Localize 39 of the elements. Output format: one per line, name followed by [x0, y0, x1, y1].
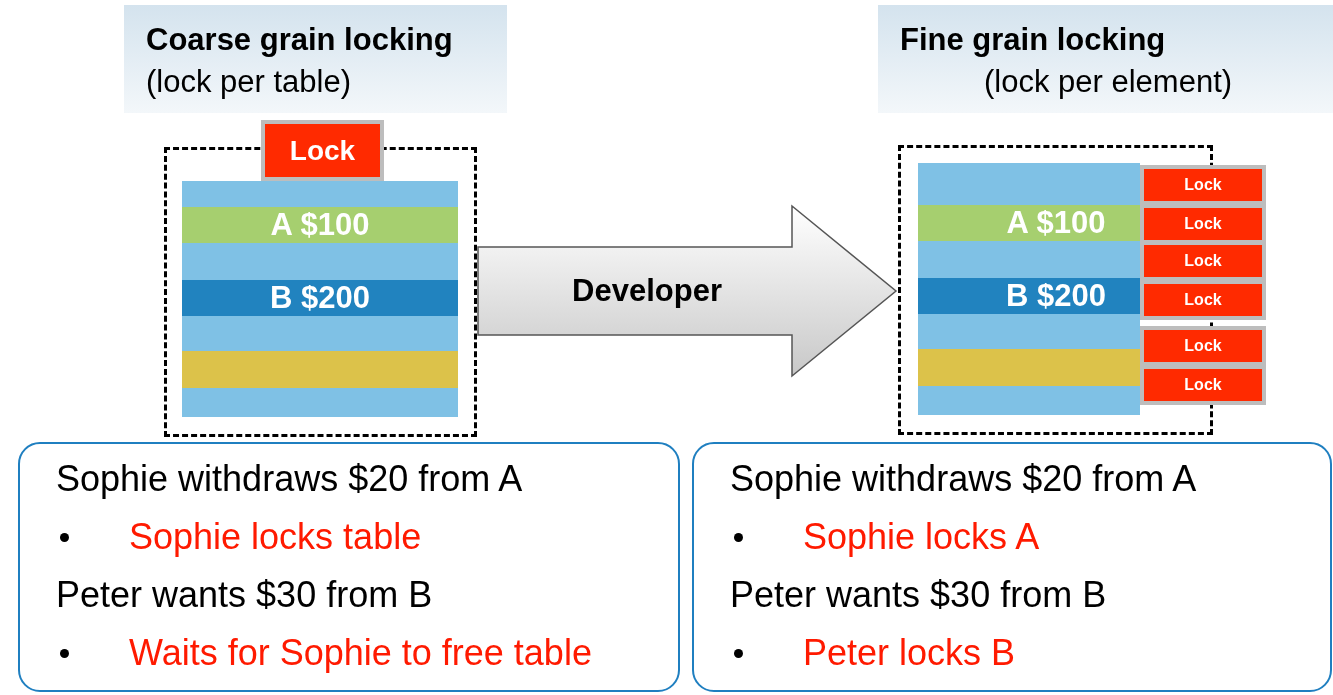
lock-tag: Lock [1140, 280, 1266, 320]
table-row: A $100 [182, 207, 458, 243]
heading-band [878, 5, 1333, 113]
lock-tag: Lock [1140, 365, 1266, 405]
table-row [182, 243, 458, 280]
table-row [182, 351, 458, 388]
table-row: B $200 [918, 278, 1140, 314]
lock-tag: Lock [261, 120, 384, 181]
note-text: Peter wants $30 from B [730, 574, 1107, 616]
table-row [918, 349, 1140, 386]
table-row [182, 181, 458, 207]
lock-tag: Lock [1140, 326, 1266, 366]
heading-band [124, 5, 507, 113]
table-row [918, 314, 1140, 349]
bullet-text: Sophie locks table [129, 516, 422, 558]
table-row [918, 163, 1140, 205]
bullet-text: Peter locks B [803, 632, 1016, 674]
lock-tag: Lock [1140, 241, 1266, 281]
heading-subtitle: (lock per table) [146, 63, 352, 101]
table-row [182, 316, 458, 351]
table-row [918, 241, 1140, 278]
bullet-text: Sophie locks A [803, 516, 1040, 558]
note-panel [18, 442, 680, 692]
note-text: Peter wants $30 from B [56, 574, 433, 616]
bullet-text: Waits for Sophie to free table [129, 632, 592, 674]
note-panel [692, 442, 1332, 692]
table-row [182, 388, 458, 417]
block-arrow [477, 204, 898, 378]
edge-label: Developer [572, 273, 722, 309]
note-text: Sophie withdraws $20 from A [56, 458, 523, 500]
heading-title: Fine grain locking [900, 21, 1166, 59]
table-row [918, 386, 1140, 415]
table-row: B $200 [182, 280, 458, 316]
heading-subtitle: (lock per element) [984, 63, 1233, 101]
heading-title: Coarse grain locking [146, 21, 453, 59]
table-row: A $100 [918, 205, 1140, 241]
lock-tag: Lock [1140, 165, 1266, 205]
note-text: Sophie withdraws $20 from A [730, 458, 1197, 500]
lock-tag: Lock [1140, 204, 1266, 244]
